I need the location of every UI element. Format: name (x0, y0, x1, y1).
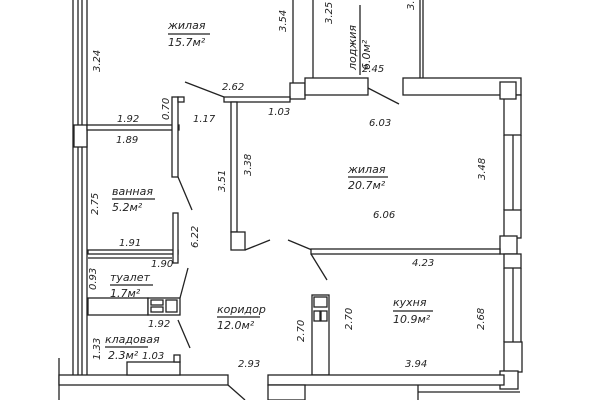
dim-label: 3.94 (405, 359, 427, 370)
room-name: туалет (110, 271, 150, 284)
room-living-2: жилая 20.7м² (347, 163, 388, 192)
dim-label: 2.75 (90, 193, 101, 215)
dim-label: 3.24 (92, 50, 103, 72)
dim-label: 1.03 (268, 107, 290, 118)
room-area: 2.3м² (108, 349, 139, 362)
room-name: кладовая (105, 333, 160, 346)
dim-label: 2.70 (344, 308, 355, 330)
dim-label: 2.70 (296, 320, 307, 342)
room-name: жилая (347, 163, 386, 176)
walls (58, 0, 523, 400)
dim-label: 3.25 (324, 2, 335, 24)
dim-label: 6.06 (373, 210, 395, 221)
dim-label: 2.93 (238, 359, 260, 370)
room-corridor: коридор 12.0м² (217, 303, 266, 332)
room-kitchen: кухня 10.9м² (393, 296, 433, 326)
dim-label: 1.90 (151, 259, 173, 270)
dim-label: 2.68 (476, 308, 487, 330)
room-name: лоджия (346, 25, 359, 71)
dim-label: 1.17 (193, 114, 216, 125)
room-loggia: лоджия 6.0м² (346, 5, 373, 75)
room-living-1: жилая 15.7м² (167, 19, 210, 49)
dim-label: 1.33 (92, 338, 103, 360)
dim-label: 1.03 (142, 351, 164, 362)
room-bathroom: ванная 5.2м² (112, 185, 155, 214)
dim-label: 3.38 (243, 154, 254, 176)
room-area: 15.7м² (168, 36, 206, 49)
room-area: 1.7м² (110, 287, 141, 300)
dim-label: 3.54 (278, 10, 289, 32)
dim-label: 6.22 (190, 226, 201, 248)
dim-label: 2.45 (362, 64, 384, 75)
dim-label: 1.92 (117, 114, 139, 125)
room-name: жилая (167, 19, 206, 32)
room-name: кухня (393, 296, 427, 309)
room-name: коридор (217, 303, 266, 316)
room-name: ванная (112, 185, 153, 198)
dim-label: 0.93 (88, 268, 99, 290)
room-toilet: туалет 1.7м² (110, 271, 153, 300)
room-area: 12.0м² (217, 319, 255, 332)
dim-label: 3.51 (217, 170, 228, 192)
dim-label: 1.89 (116, 135, 138, 146)
dim-label: 0.70 (161, 98, 172, 120)
dimension-labels: 3.24 3.54 3.25 3. 2.62 1.03 2.45 6.03 1.… (88, 0, 488, 370)
dim-label: 1.92 (148, 319, 170, 330)
dim-label: 3.48 (477, 158, 488, 180)
room-area: 20.7м² (348, 179, 386, 192)
room-area: 6.0м² (360, 39, 373, 70)
room-area: 10.9м² (393, 313, 431, 326)
room-area: 5.2м² (112, 201, 143, 214)
dim-label: 6.03 (369, 118, 391, 129)
room-storage: кладовая 2.3м² (105, 333, 160, 362)
dim-label: 4.23 (412, 258, 434, 269)
dim-label: 3. (406, 0, 417, 10)
dim-label: 2.62 (222, 82, 244, 93)
dim-label: 1.91 (119, 238, 141, 249)
